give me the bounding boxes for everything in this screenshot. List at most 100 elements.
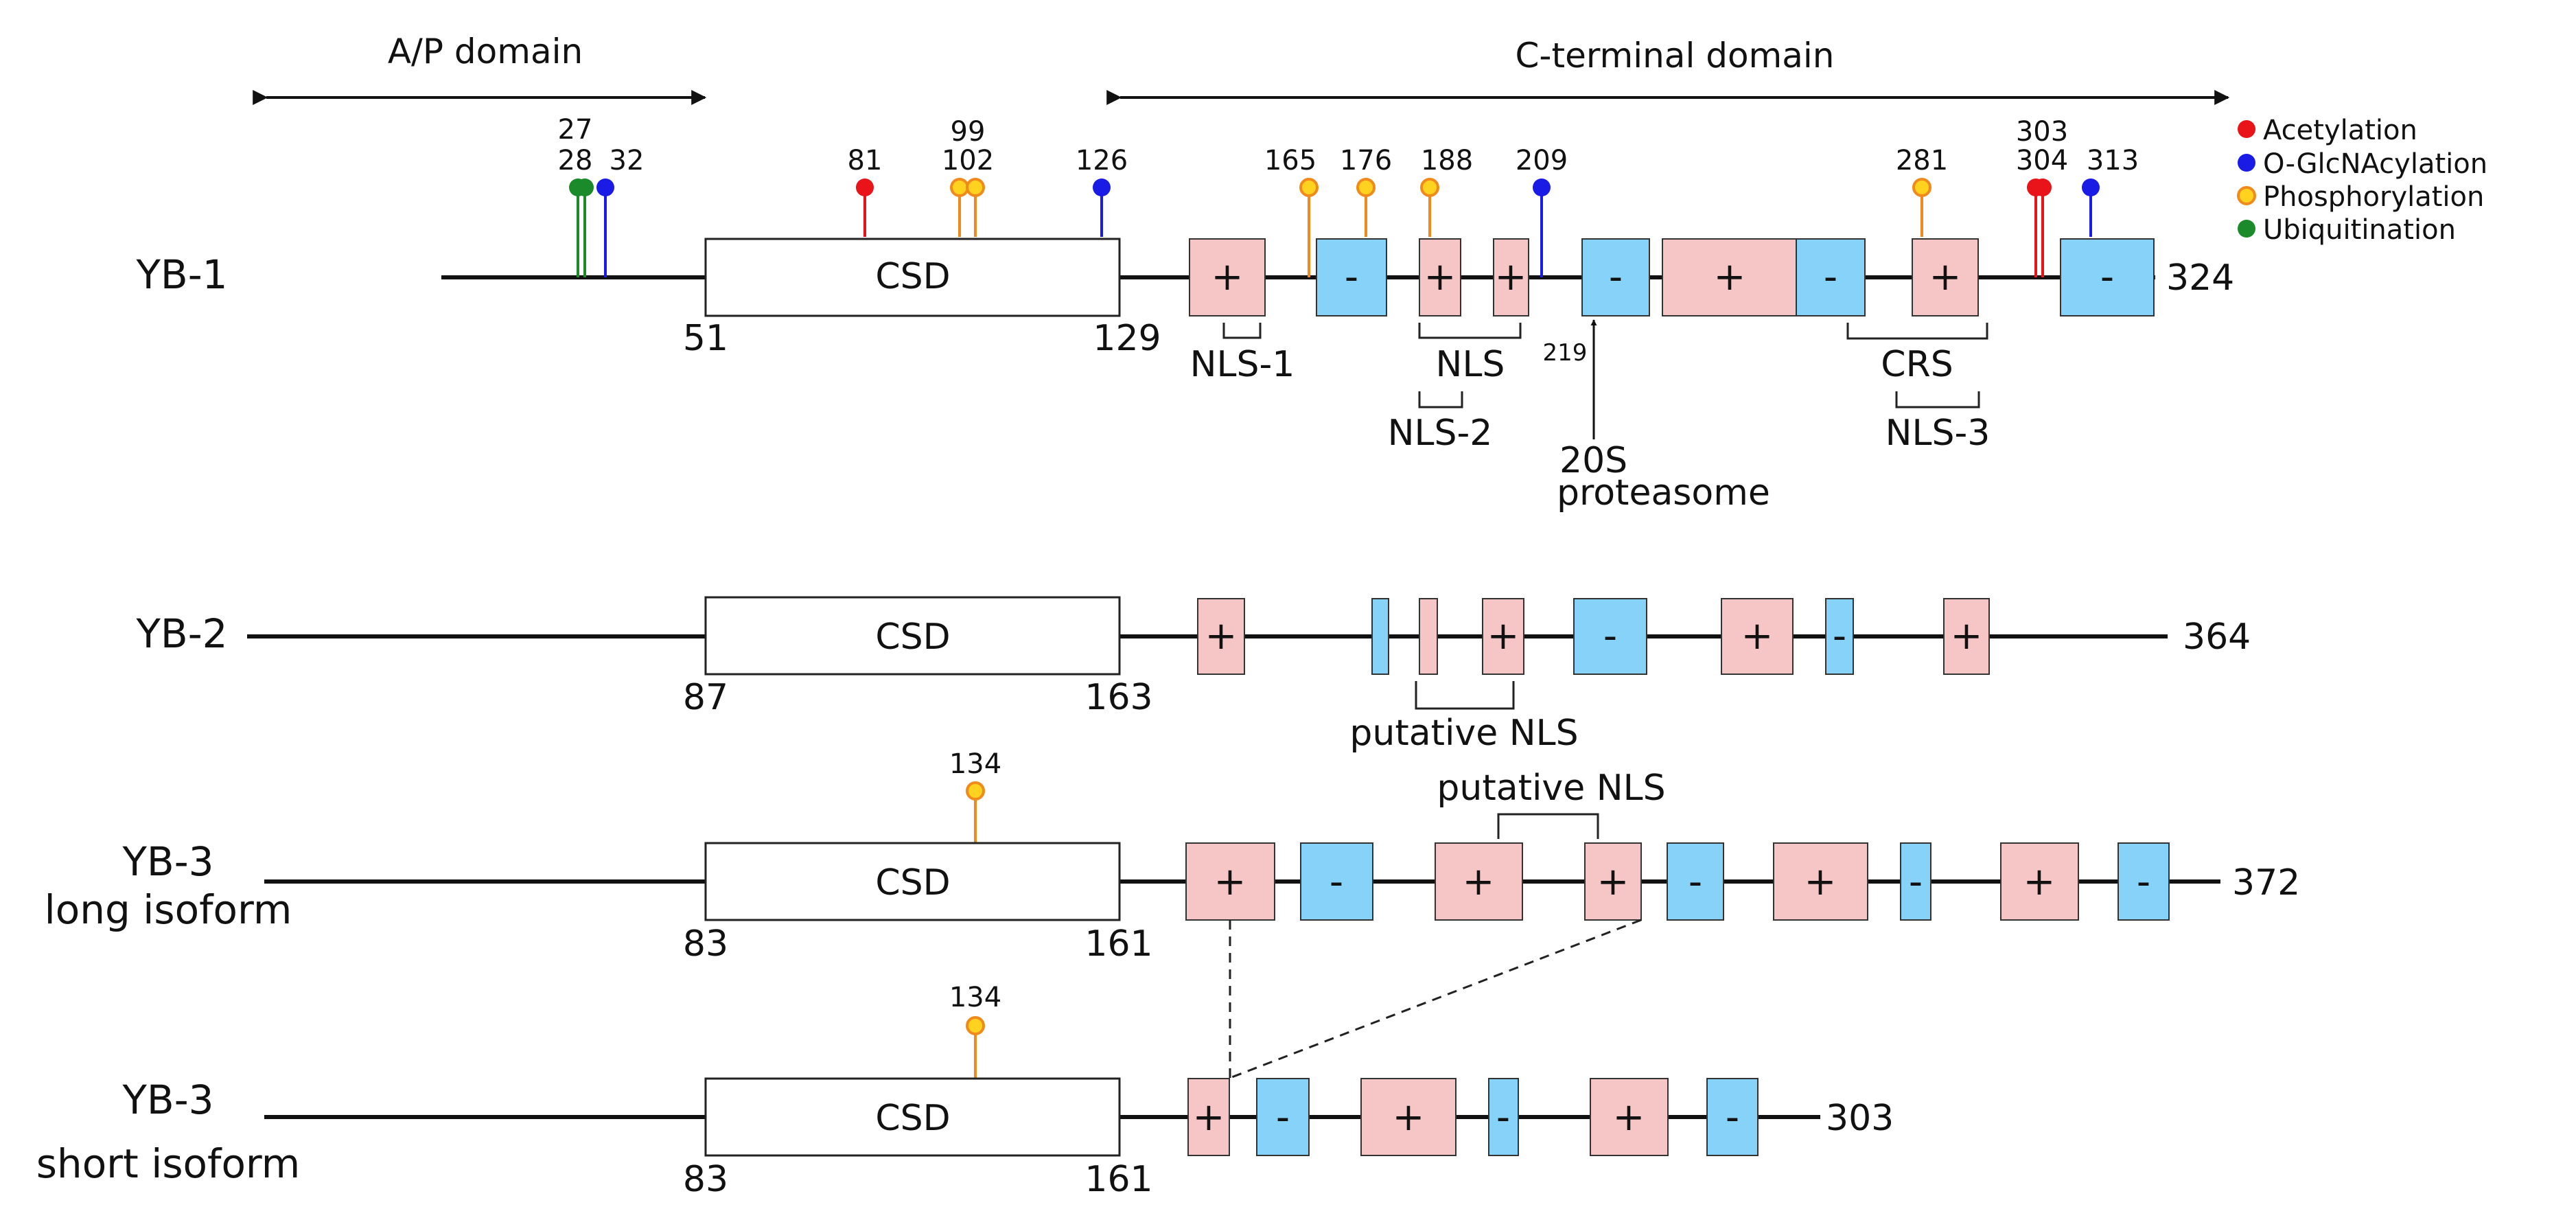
positive-box [1773,842,1868,921]
positive-box [1943,598,1990,675]
plus-symbol: + [1929,255,1962,299]
negative-box [1371,598,1389,675]
negative-box [1900,842,1931,921]
plus-symbol: + [1714,255,1746,299]
yb2-end: 163 [1084,677,1152,718]
minus-symbol: - [1909,860,1923,904]
plus-symbol: + [1211,255,1244,299]
site-303: 303 [2016,116,2068,148]
minus-symbol: - [1609,255,1623,299]
proteasome-label-1: 20S [1559,440,1627,481]
plus-symbol: + [1597,860,1629,904]
negative-box [1488,1078,1519,1156]
positive-box [1419,598,1438,675]
minus-symbol: - [2137,860,2150,904]
oglcnac-marker [2082,179,2100,237]
positive-box [1189,238,1266,316]
positive-box [1435,842,1523,921]
legend: Acetylation O-GlcNAcylation Phosphorylat… [2237,115,2487,246]
positive-box [1419,238,1461,316]
yb2-csd-box [704,596,1121,676]
site-281: 281 [1896,145,1948,176]
plus-symbol: + [2023,860,2056,904]
yb3-long-start: 83 [683,923,728,965]
minus-symbol: - [1689,860,1702,904]
legend-phospho-label: Phosphorylation [2263,181,2484,213]
yb3-short-row: YB-3 short isoform 134 CSD 83 161 + - + … [36,982,1894,1200]
yb3-long-site-134: 134 [949,748,1001,780]
minus-symbol: - [1496,1095,1510,1140]
negative-box [1706,1078,1759,1156]
negative-box [1796,238,1866,316]
legend-acetylation-dot [2238,120,2255,138]
yb3-long-csd-label: CSD [875,862,950,904]
nls2-label: NLS-2 [1388,413,1493,454]
yb2-row: YB-2 CSD 87 163 + + - + - + 364 putative… [135,596,2251,754]
crs-bracket [1846,323,1988,340]
site-188: 188 [1421,145,1473,176]
site-27: 27 [558,114,593,146]
yb3-short-csd-label: CSD [875,1098,950,1139]
negative-box [1573,598,1647,675]
oglcnac-marker [1533,179,1551,277]
phosphorylation-marker [966,1016,985,1079]
site-126: 126 [1076,145,1128,176]
site-102: 102 [942,145,994,176]
minus-symbol: - [1276,1095,1290,1140]
yb3-short-end: 161 [1084,1159,1152,1200]
negative-box [1300,842,1373,921]
minus-symbol: - [2100,255,2114,299]
positive-box [1590,1078,1669,1156]
legend-ubiq-label: Ubiquitination [2263,214,2456,246]
yb1-name: YB-1 [135,251,227,298]
legend-acetylation-label: Acetylation [2263,115,2417,146]
site-304: 304 [2016,145,2068,176]
site-313: 313 [2087,145,2139,176]
site-99: 99 [951,116,986,148]
yb3-long-name-1: YB-3 [121,838,213,885]
phosphorylation-marker [966,781,985,843]
yb3-short-csd-box [704,1077,1121,1157]
site-219: 219 [1543,339,1588,367]
yb1-row: YB-1 [135,114,2234,514]
site-176: 176 [1340,145,1392,176]
yb3-long-putative-nls-bracket [1497,813,1599,839]
oglcnac-marker [596,179,614,277]
phosphorylation-marker [950,178,985,237]
yb3-short-length: 303 [1826,1098,1894,1139]
negative-box [1581,238,1650,316]
yb3-long-name-2: long isoform [45,886,292,933]
yb1-charge-boxes: + - + + - + - + - [1189,238,2155,316]
negative-box [1316,238,1387,316]
isoform-splice-connectors [1229,919,1642,1079]
crs-label: CRS [1881,344,1953,385]
yb3-short-name-2: short isoform [36,1140,301,1187]
yb2-charge-boxes: + + - + - + [1197,598,1990,675]
ubiquitination-marker [569,179,594,277]
nls-label: NLS [1436,344,1505,385]
plus-symbol: + [1393,1095,1425,1140]
negative-box [2117,842,2170,921]
yb1-start: 51 [683,318,728,359]
minus-symbol: - [1824,255,1837,299]
phosphorylation-marker [1299,178,1439,277]
positive-box [1584,842,1642,921]
nls3-label: NLS-3 [1885,413,1991,454]
negative-box [1256,1078,1310,1156]
yb1-csd-label: CSD [875,256,950,297]
yb3-long-length: 372 [2232,862,2300,904]
positive-box [2000,842,2079,921]
positive-box [1360,1078,1457,1156]
plus-symbol: + [1214,860,1246,904]
nls3-bracket [1895,391,1980,408]
yb3-long-row: YB-3 long isoform 134 CSD 83 161 + - + +… [45,748,2301,965]
yb1-end: 129 [1093,318,1161,359]
positive-box [1187,1078,1230,1156]
plus-symbol: + [1424,255,1457,299]
negative-box [2060,238,2155,316]
legend-oglcnac-dot [2238,154,2255,172]
plus-symbol: + [1805,860,1837,904]
yb3-long-putative-nls-label: putative NLS [1437,768,1665,809]
legend-ubiq-dot [2238,220,2255,238]
